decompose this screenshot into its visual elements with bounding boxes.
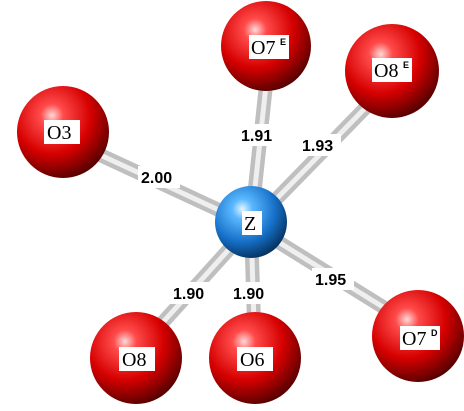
atom-label-O8: O8 <box>119 347 155 371</box>
bond-length-text: 1.95 <box>315 272 346 289</box>
bond-length-O3: 2.00 <box>138 166 180 188</box>
bond-length-text: 1.91 <box>241 128 272 145</box>
bond-length-text: 1.93 <box>302 138 333 155</box>
atom-label-text: O7 <box>251 37 275 59</box>
atom-label-text: O3 <box>47 122 71 144</box>
bond-length-O8E: 1.93 <box>299 134 341 156</box>
bond-length-text: 1.90 <box>173 286 204 303</box>
atom-label-O8E: O8 E <box>372 58 412 82</box>
bond-length-O8: 1.90 <box>170 282 212 304</box>
atom-label-O7E: O7 E <box>249 35 289 59</box>
bond-length-O6: 1.90 <box>230 282 272 304</box>
atom-label-text: O8 <box>374 60 398 82</box>
atom-labels: O7 E O8 E O3 O8 O6 O7 <box>44 35 440 371</box>
center-atom-label-text: Z <box>244 213 256 235</box>
atom-label-O3: O3 <box>44 120 80 144</box>
atom-superscript: D <box>431 328 438 338</box>
bond-length-text: 2.00 <box>141 170 172 187</box>
atom-superscript: E <box>280 37 286 47</box>
atom-label-O6: O6 <box>237 347 273 371</box>
atom-label-text: O6 <box>240 349 264 371</box>
atom-superscript: E <box>403 60 409 70</box>
center-atom-label: Z <box>242 211 262 235</box>
atom-label-O7D: O7 D <box>400 326 440 350</box>
bond-length-text: 1.90 <box>233 286 264 303</box>
atom-label-text: O8 <box>122 349 146 371</box>
atom-label-text: O7 <box>402 328 426 350</box>
bond-length-labels: 1.91 1.93 2.00 1.90 1.90 1.95 <box>138 124 354 304</box>
bond-length-O7D: 1.95 <box>312 268 354 290</box>
bond-length-O7E: 1.91 <box>238 124 280 146</box>
